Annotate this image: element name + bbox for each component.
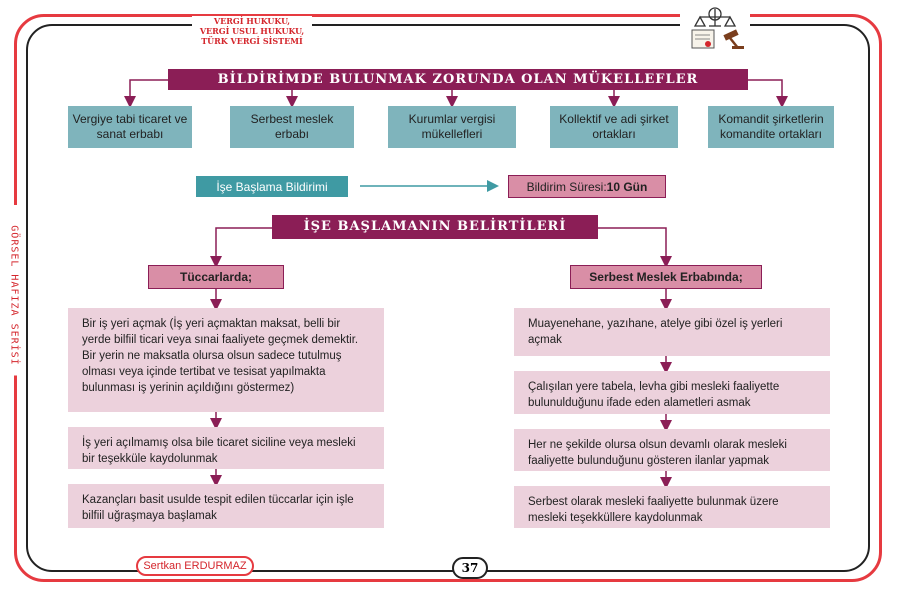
professionals-item-3: Her ne şekilde olursa olsun devamlı olar… [514,429,830,471]
taxpayers-title: BİLDİRİMDE BULUNMAK ZORUNDA OLAN MÜKELLE… [168,69,748,90]
professionals-item-4: Serbest olarak mesleki faaliyette bulunm… [514,486,830,528]
notice-duration-value: 10 Gün [607,180,648,194]
notice-duration-prefix: Bildirim Süresi: [527,180,607,194]
merchants-item-3: Kazançları basit usulde tespit edilen tü… [68,484,384,528]
taxpayer-tile-professionals: Serbest meslek erbabı [230,106,354,148]
taxpayer-tile-corporations: Kurumlar vergisi mükellefleri [388,106,516,148]
taxpayer-tile-partners: Kollektif ve adi şirket ortakları [550,106,678,148]
taxpayer-tile-merchants: Vergiye tabi ticaret ve sanat erbabı [68,106,192,148]
notice-duration: Bildirim Süresi: 10 Gün [508,175,666,198]
start-signs-title: İŞE BAŞLAMANIN BELİRTİLERİ [272,215,598,239]
start-notice-label: İşe Başlama Bildirimi [196,176,348,197]
merchants-item-2: İş yeri açılmamış olsa bile ticaret sici… [68,427,384,469]
taxpayer-tile-limited-partners: Komandit şirketlerin komandite ortakları [708,106,834,148]
professionals-heading: Serbest Meslek Erbabında; [570,265,762,289]
professionals-item-1: Muayenehane, yazıhane, atelye gibi özel … [514,308,830,356]
merchants-heading: Tüccarlarda; [148,265,284,289]
professionals-item-2: Çalışılan yere tabela, levha gibi meslek… [514,371,830,414]
footer-author: Sertkan ERDURMAZ [136,556,254,576]
merchants-item-1: Bir iş yeri açmak (İş yeri açmaktan maks… [68,308,384,412]
page-number: 37 [452,557,488,579]
